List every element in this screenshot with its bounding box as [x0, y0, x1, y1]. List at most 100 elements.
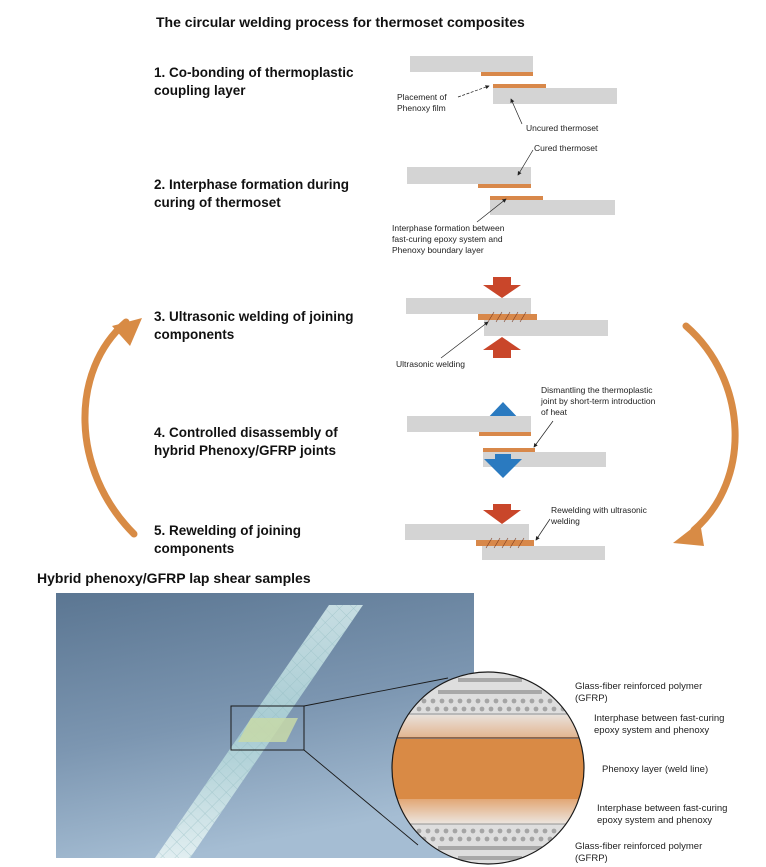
- press-down-arrow-icon: [483, 504, 521, 524]
- fiber-dot: [461, 706, 467, 712]
- thermoset-lower: [482, 546, 605, 560]
- fiber-dot: [439, 698, 445, 704]
- fiber-dot: [434, 828, 440, 834]
- step-3-line2: components: [154, 327, 235, 342]
- fiber-dot: [511, 836, 517, 842]
- annotation-line: Phenoxy film: [397, 103, 446, 113]
- phenoxy-lower: [490, 196, 543, 200]
- leader-line: [517, 149, 534, 176]
- phenoxy-layer: [392, 739, 584, 799]
- fiber-dot: [497, 828, 503, 834]
- fiber-dot: [457, 836, 463, 842]
- fiber-dot: [565, 836, 571, 842]
- fiber-dot: [515, 706, 521, 712]
- fiber-dot: [520, 698, 526, 704]
- step-1-label: 1. Co-bonding of thermoplastic coupling …: [154, 64, 354, 100]
- annotation-placement: Placement of Phenoxy film: [397, 92, 447, 114]
- annotation-interphase: Interphase formation between fast-curing…: [392, 223, 504, 256]
- fiber-dot: [524, 706, 530, 712]
- annotation-line: of heat: [541, 407, 567, 417]
- photo-section-title: Hybrid phenoxy/GFRP lap shear samples: [37, 570, 311, 586]
- step-4-label: 4. Controlled disassembly of hybrid Phen…: [154, 424, 338, 460]
- leader-line: [535, 518, 551, 541]
- phenoxy-upper: [478, 184, 531, 188]
- step-3-label: 3. Ultrasonic welding of joining compone…: [154, 308, 354, 344]
- diagram-title: The circular welding process for thermos…: [156, 14, 525, 30]
- fiber-dot: [470, 706, 476, 712]
- fiber-dot: [538, 698, 544, 704]
- layer-label-line: Glass-fiber reinforced polymer: [575, 681, 703, 692]
- thermoset-lower: [484, 320, 608, 336]
- phenoxy-lower: [483, 448, 535, 452]
- fiber-dot: [533, 828, 539, 834]
- fiber-dot: [506, 706, 512, 712]
- fiber-dot: [461, 828, 467, 834]
- zoom-connector: [303, 677, 449, 707]
- ultrasonic-hatch: [487, 311, 527, 323]
- thermoset-lower: [490, 200, 615, 215]
- zoom-connector: [303, 749, 419, 846]
- layer-label-line: epoxy system and phenoxy: [594, 725, 710, 736]
- fiber-dot: [529, 836, 535, 842]
- fiber-dot: [529, 698, 535, 704]
- fiber-dot: [511, 698, 517, 704]
- layer-label-interphase-bottom: Interphase between fast-curing epoxy sys…: [597, 803, 727, 827]
- fiber-dot: [457, 698, 463, 704]
- thermoset-upper: [406, 298, 531, 314]
- phenoxy-upper: [479, 432, 531, 436]
- fiber-dot: [430, 698, 436, 704]
- annotation-line: Phenoxy boundary layer: [392, 245, 484, 255]
- annotation-uncured: Uncured thermoset: [526, 123, 599, 133]
- layer-label-line: (GFRP): [575, 853, 608, 864]
- fiber-dot: [502, 836, 508, 842]
- fiber-dot: [466, 698, 472, 704]
- fiber-dot: [515, 828, 521, 834]
- phenoxy-film-upper: [481, 72, 533, 76]
- fiber-dot: [524, 828, 530, 834]
- cross-section-magnifier: [392, 672, 584, 864]
- fiber-dot: [547, 698, 553, 704]
- fiber-dot: [443, 828, 449, 834]
- thermoset-upper: [407, 416, 531, 432]
- step-5-label: 5. Rewelding of joining components: [154, 522, 301, 558]
- fiber-dot: [479, 828, 485, 834]
- weld-zone: [478, 314, 537, 320]
- zoom-region-box: [230, 705, 305, 751]
- fiber-dot: [538, 836, 544, 842]
- press-down-arrow-icon: [483, 277, 521, 298]
- press-up-arrow-icon: [483, 337, 521, 358]
- fiber-dot: [542, 828, 548, 834]
- step-4-line2: hybrid Phenoxy/GFRP joints: [154, 443, 337, 458]
- leader-line: [440, 321, 489, 359]
- fiber-dot: [578, 706, 584, 712]
- leader-line: [476, 198, 507, 223]
- thermoset-upper: [410, 56, 533, 72]
- fiber-dot: [493, 836, 499, 842]
- fiber-dot: [466, 836, 472, 842]
- interphase-bottom: [392, 799, 584, 824]
- fiber-dot: [448, 836, 454, 842]
- annotation-rewelding: Rewelding with ultrasonic welding: [551, 505, 647, 527]
- step-5-line2: components: [154, 541, 235, 556]
- fiber-dot: [484, 836, 490, 842]
- fiber-dot: [565, 698, 571, 704]
- layer-label-line: Interphase between fast-curing: [597, 803, 728, 814]
- annotation-line: Placement of: [397, 92, 447, 102]
- annotation-line: Interphase formation between: [392, 223, 505, 233]
- fiber-dot: [439, 836, 445, 842]
- step-5-line1: 5. Rewelding of joining: [154, 523, 301, 538]
- fiber-dot: [443, 706, 449, 712]
- fiber-dot: [520, 836, 526, 842]
- fiber-dot: [475, 836, 481, 842]
- leader-line: [457, 85, 490, 98]
- layer-label-line: epoxy system and phenoxy: [597, 815, 713, 826]
- fiber-dot: [542, 706, 548, 712]
- step-1-line2: coupling layer: [154, 83, 246, 98]
- fiber-dot: [475, 698, 481, 704]
- fiber-dot: [502, 698, 508, 704]
- fiber-dot: [452, 706, 458, 712]
- cycle-arrow-left-icon: [81, 318, 142, 538]
- fiber-dot: [497, 706, 503, 712]
- pull-down-arrow-icon: [484, 454, 522, 478]
